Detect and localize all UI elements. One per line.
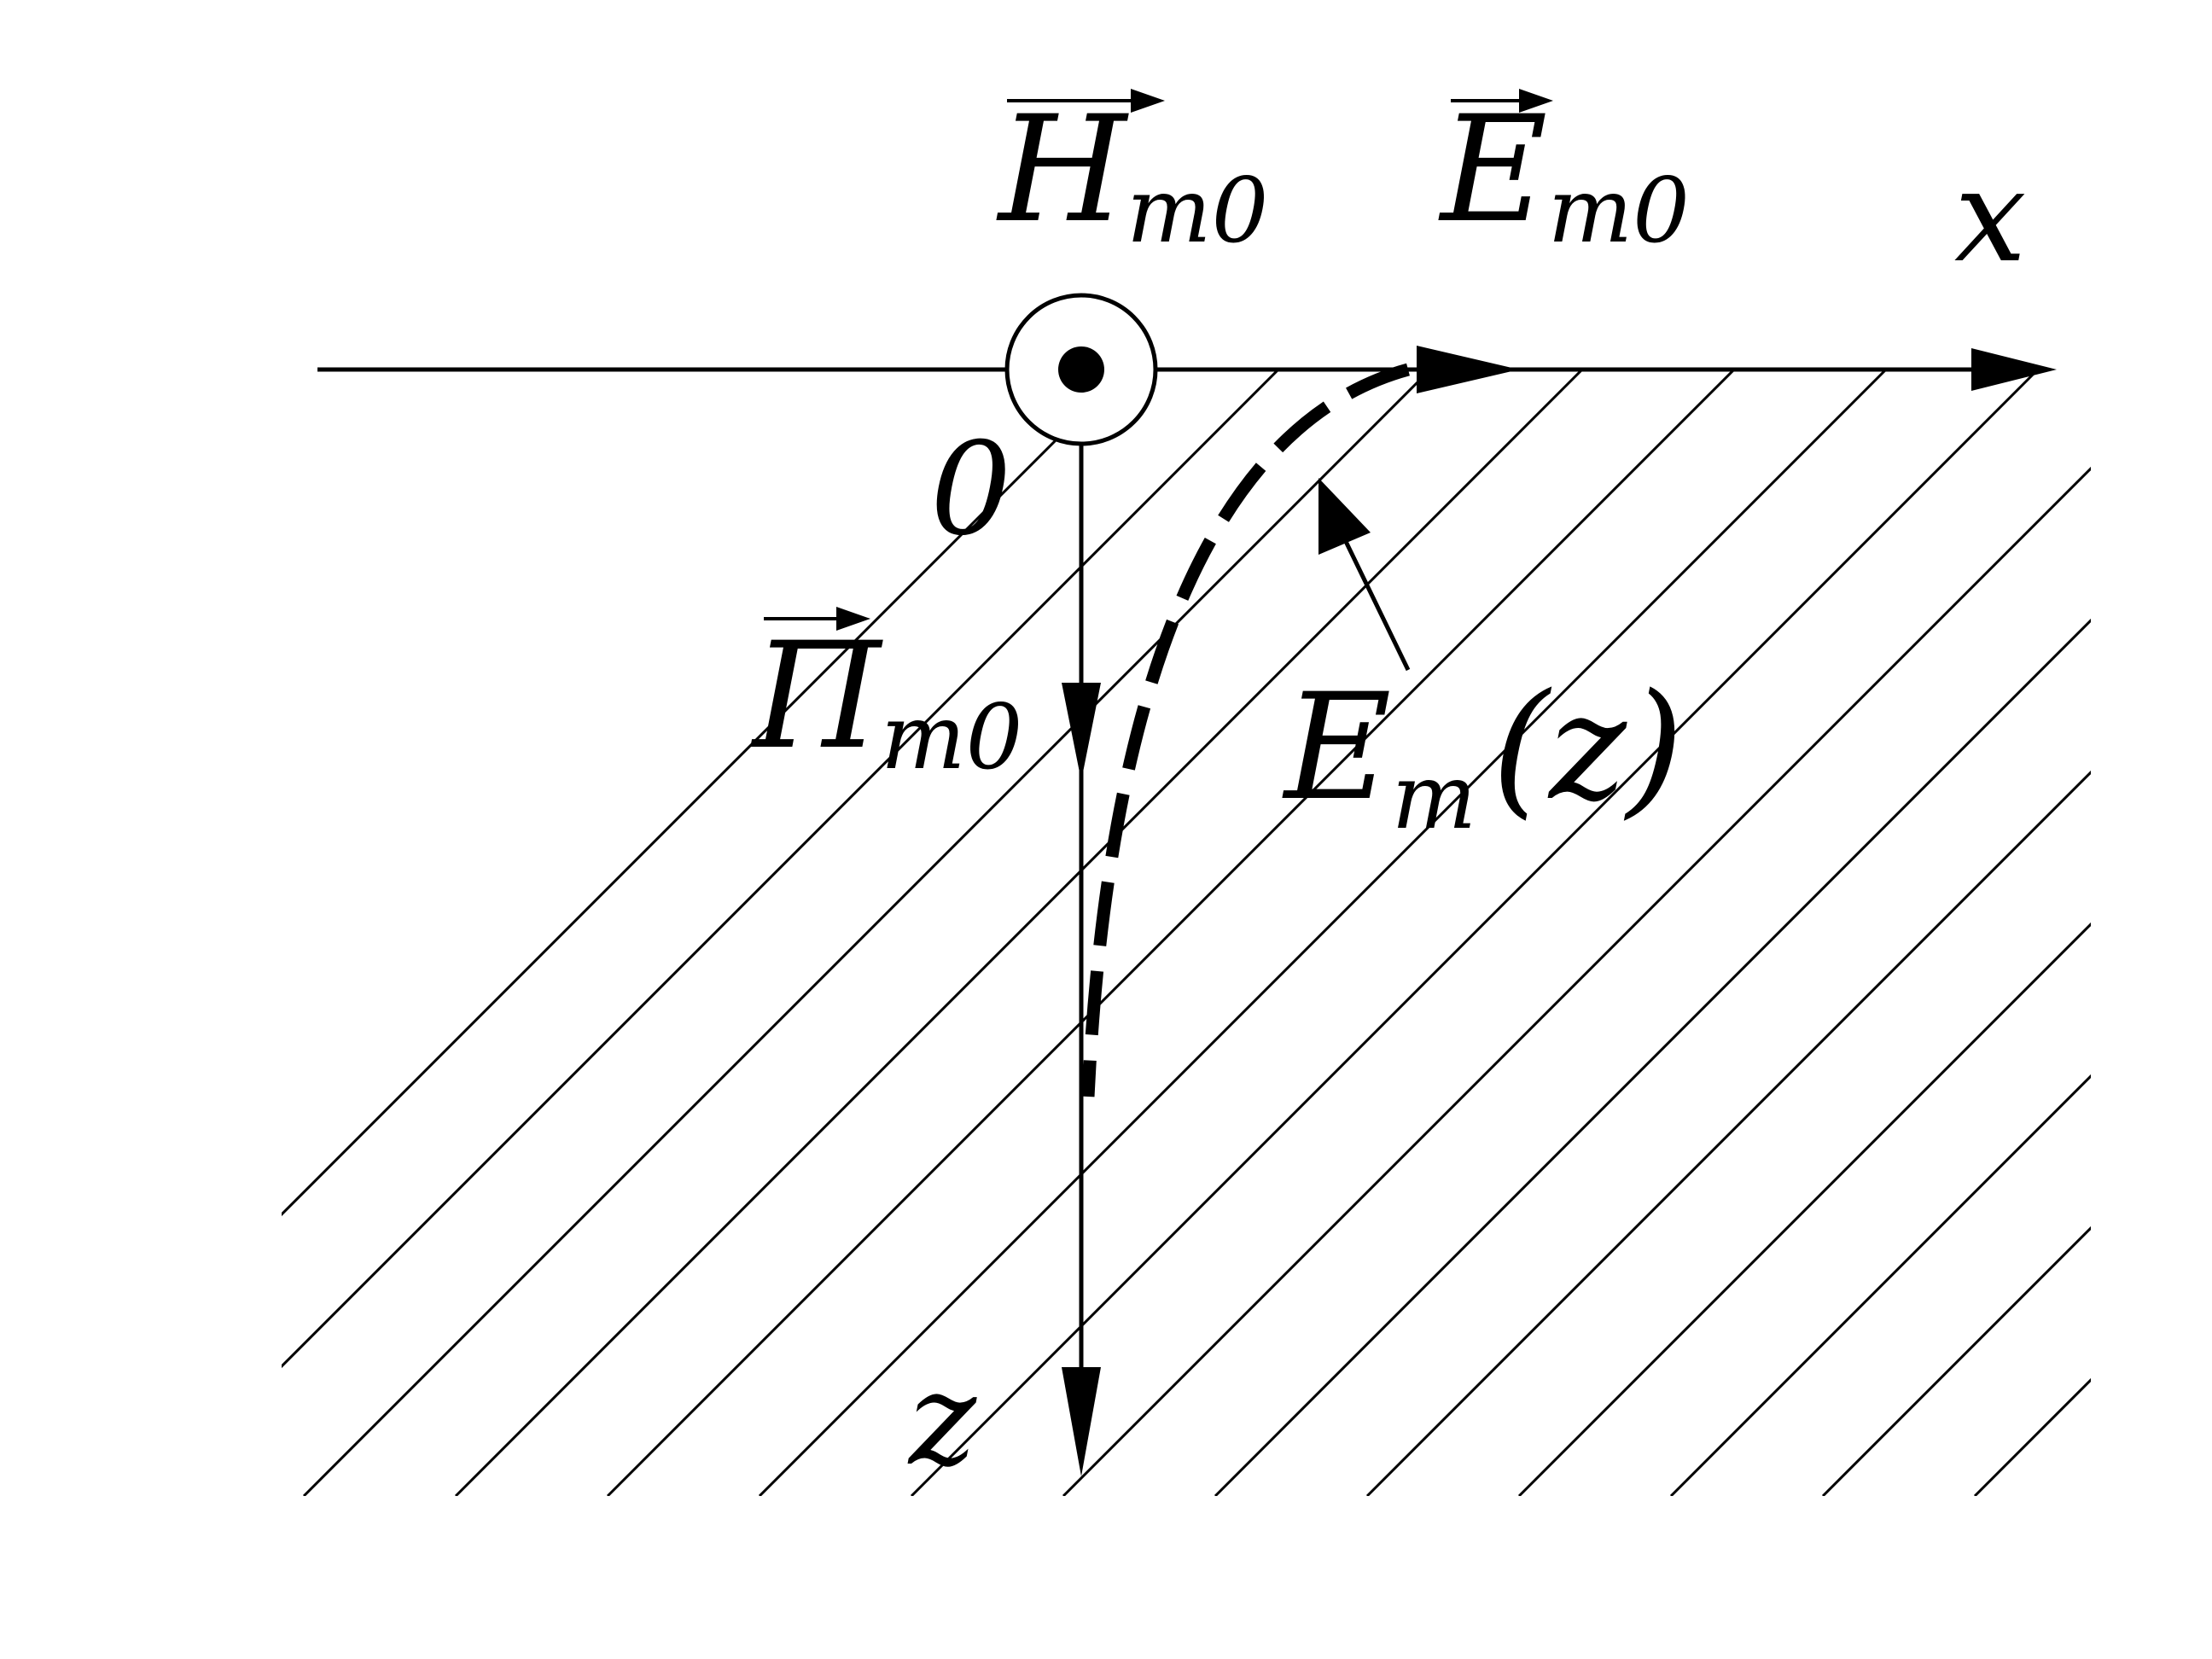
- hatch-line: [282, 370, 1128, 1217]
- e-depth-subscript: m: [1392, 745, 1477, 849]
- z-axis-arrowhead: [1062, 1367, 1101, 1476]
- poynting-symbol: Π: [750, 610, 883, 782]
- e-depth-pointer-arrowhead: [1318, 478, 1371, 555]
- e-depth-pointer-line: [1337, 527, 1411, 672]
- poynting-vector-arrow-icon: [764, 607, 870, 631]
- hatch-line: [1669, 1074, 2091, 1496]
- hatch-line: [1517, 922, 2091, 1496]
- e-field-subscript: m0: [1548, 159, 1690, 263]
- hatch-line: [1973, 1377, 2091, 1496]
- e-field-label: Em0: [1438, 84, 1690, 263]
- conductor-hatching: [282, 370, 2212, 1496]
- e-depth-symbol: E: [1282, 661, 1392, 833]
- e-depth-argument: (z): [1492, 661, 1684, 833]
- poynting-subscript: m0: [881, 685, 1022, 789]
- hatch-line: [1062, 466, 2091, 1496]
- hatch-line: [606, 370, 1736, 1496]
- e-field-decay-curve: [1081, 363, 1410, 1097]
- h-field-vector-arrow-icon: [1007, 89, 1165, 113]
- e-field-arrowhead: [1417, 346, 1519, 393]
- origin-label: 0: [930, 416, 1011, 564]
- hatch-line: [758, 370, 1888, 1496]
- hatch-line: [1214, 618, 2091, 1496]
- e-depth-label: Em(z): [1282, 661, 1684, 849]
- hatch-line: [302, 370, 1432, 1496]
- e-field-vector-arrow-icon: [1451, 89, 1553, 113]
- h-field-label: Hm0: [996, 84, 1268, 263]
- h-field-subscript: m0: [1126, 159, 1268, 263]
- x-axis-arrowhead: [1971, 348, 2057, 391]
- hatch-line: [282, 370, 1280, 1369]
- hatch-line: [1821, 1225, 2091, 1496]
- hatch-line: [910, 370, 2040, 1496]
- h-field-dot-icon: [1058, 346, 1104, 393]
- x-axis-label: x: [1954, 143, 2027, 291]
- h-field-symbol: H: [996, 84, 1129, 255]
- e-field-symbol: E: [1438, 84, 1548, 255]
- poynting-label: Πm0: [750, 610, 1022, 789]
- z-axis-label: z: [907, 1346, 977, 1494]
- hatch-line: [454, 370, 1584, 1496]
- hatch-line: [1365, 770, 2091, 1496]
- hatch-line: [2127, 370, 2212, 1496]
- poynting-arrowhead: [1062, 683, 1101, 781]
